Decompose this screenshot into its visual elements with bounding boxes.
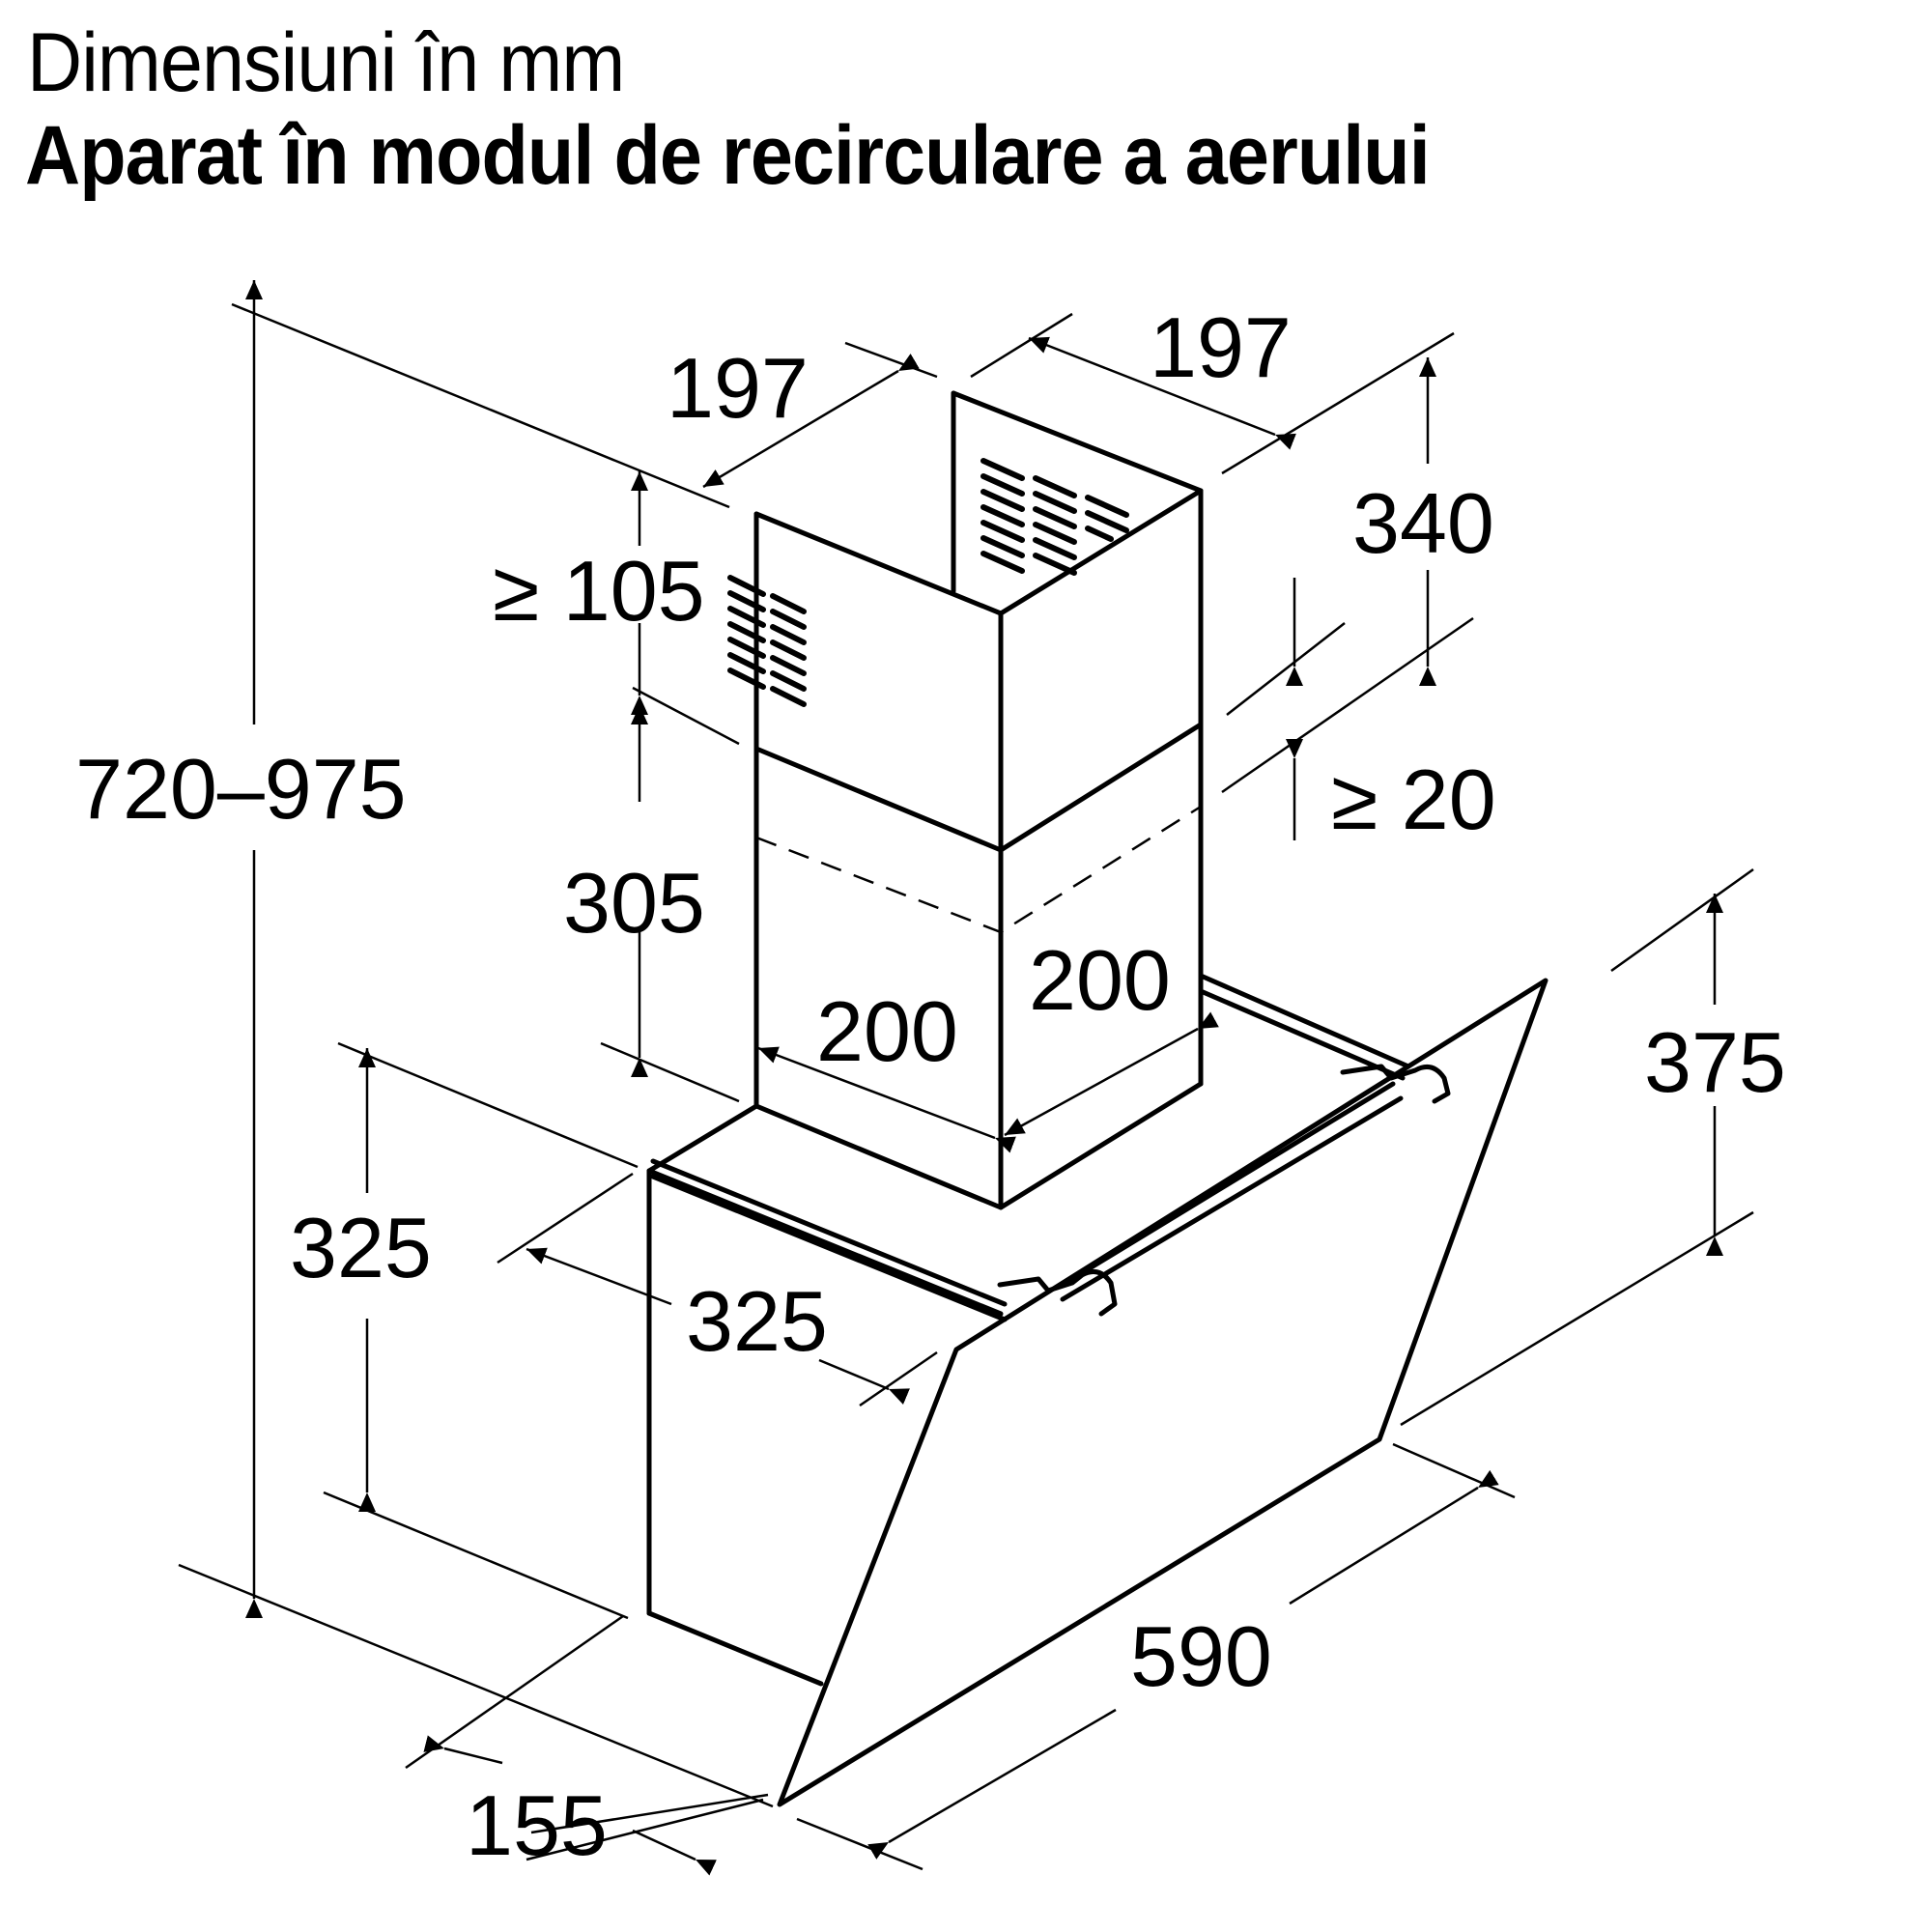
dimension-labels: 197 197 340 ≥ 105 ≥ 20 720–975 305 200 2…: [75, 299, 1786, 1873]
label-chimney-depth: 200: [1029, 932, 1171, 1028]
label-clearance-side: ≥ 20: [1331, 752, 1496, 847]
label-chimney-width: 200: [816, 983, 958, 1079]
page-subtitle: Aparat în modul de recirculare a aerului: [25, 109, 1431, 202]
label-bottom-depth: 155: [466, 1777, 608, 1873]
hood-body: [646, 973, 1411, 1687]
hinge-left-icon: [997, 1268, 1118, 1317]
label-body-depth: 325: [686, 1273, 828, 1369]
dimension-lines: [178, 280, 1754, 1876]
upper-chimney: [727, 390, 1204, 853]
label-body-height: 325: [290, 1200, 432, 1295]
vent-slots-front: [727, 575, 807, 707]
label-glass-height: 375: [1644, 1014, 1786, 1110]
label-chimney-top-width: 197: [1150, 299, 1292, 395]
label-total-width: 590: [1130, 1608, 1272, 1704]
page-title: Dimensiuni în mm: [27, 16, 625, 109]
label-clearance-top: ≥ 105: [493, 543, 705, 639]
glass-panel: [777, 978, 1548, 1807]
label-chimney-top-height: 340: [1352, 475, 1494, 571]
hinge-right-icon: [1340, 1064, 1451, 1104]
label-lower-chimney-height: 305: [563, 855, 705, 951]
label-overall-height: 720–975: [75, 741, 407, 837]
label-chimney-top-depth: 197: [667, 340, 809, 436]
vent-slots-back: [980, 458, 1129, 576]
